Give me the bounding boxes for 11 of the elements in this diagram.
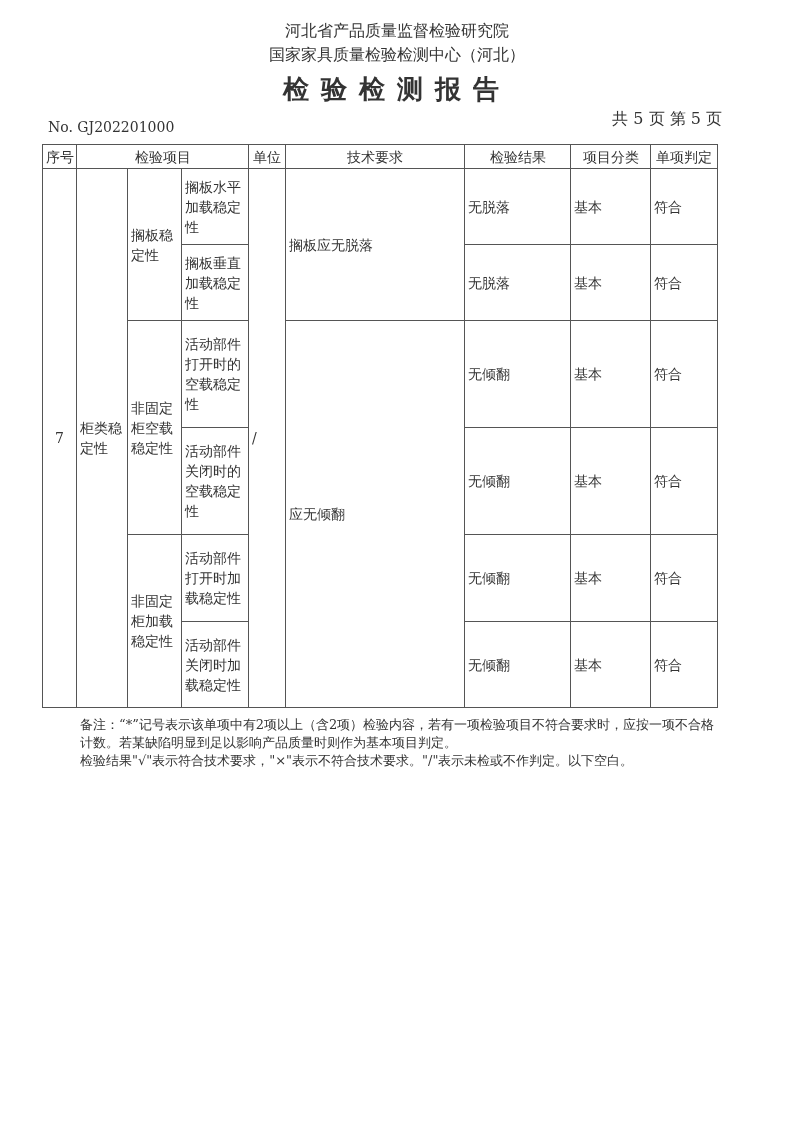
table-cell: 7 xyxy=(42,168,77,708)
note-text: 备注：“*”记号表示该单项中有2项以上（含2项）检验内容，若有一项检验项目不符合要求时，应按一项不合格计数。若某缺陷明显到足以影响产品质量时则作为基本项目判定。 xyxy=(80,716,716,752)
header-line: 国家家具质量检验检测中心（河北） xyxy=(268,46,526,64)
report-title: 检验检测报告 xyxy=(281,73,512,106)
table-cell: 符合 xyxy=(650,621,718,708)
header-cell: 序号 xyxy=(42,144,77,169)
report-number: No. GJ202201000 xyxy=(48,118,176,136)
page-number: 共 5 页 第 5 页 xyxy=(611,110,722,128)
header-cell: 单项判定 xyxy=(650,144,718,169)
note-text: 检验结果"√"表示符合技术要求，"×"表示不符合技术要求。"/"表示未检或不作判定。以下空白。 xyxy=(80,752,635,770)
header-line: 河北省产品质量监督检验研究院 xyxy=(284,22,510,40)
